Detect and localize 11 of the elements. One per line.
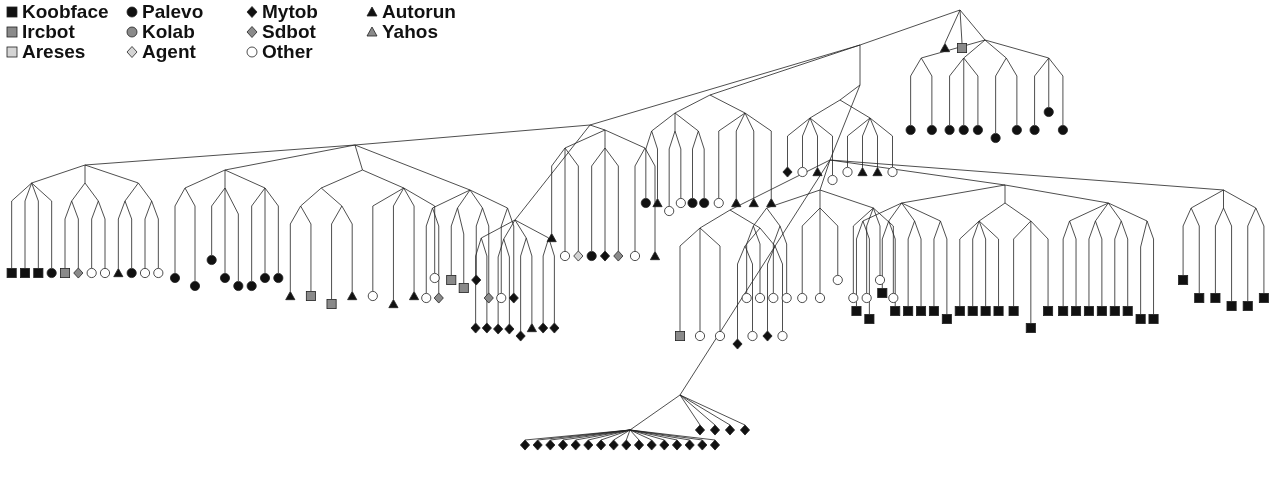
- legend-label: Ircbot: [22, 22, 75, 42]
- legend-label: Other: [262, 42, 313, 62]
- legend-label: Kolab: [142, 22, 195, 42]
- legend-label: Autorun: [382, 2, 456, 22]
- legend-label: Yahos: [382, 22, 438, 42]
- legend-label: Agent: [142, 42, 196, 62]
- legend-label: Areses: [22, 42, 86, 62]
- legend-label: Koobface: [22, 2, 109, 22]
- legend-label: Mytob: [262, 2, 318, 22]
- legend-label: Sdbot: [262, 22, 316, 42]
- legend-label: Palevo: [142, 2, 204, 22]
